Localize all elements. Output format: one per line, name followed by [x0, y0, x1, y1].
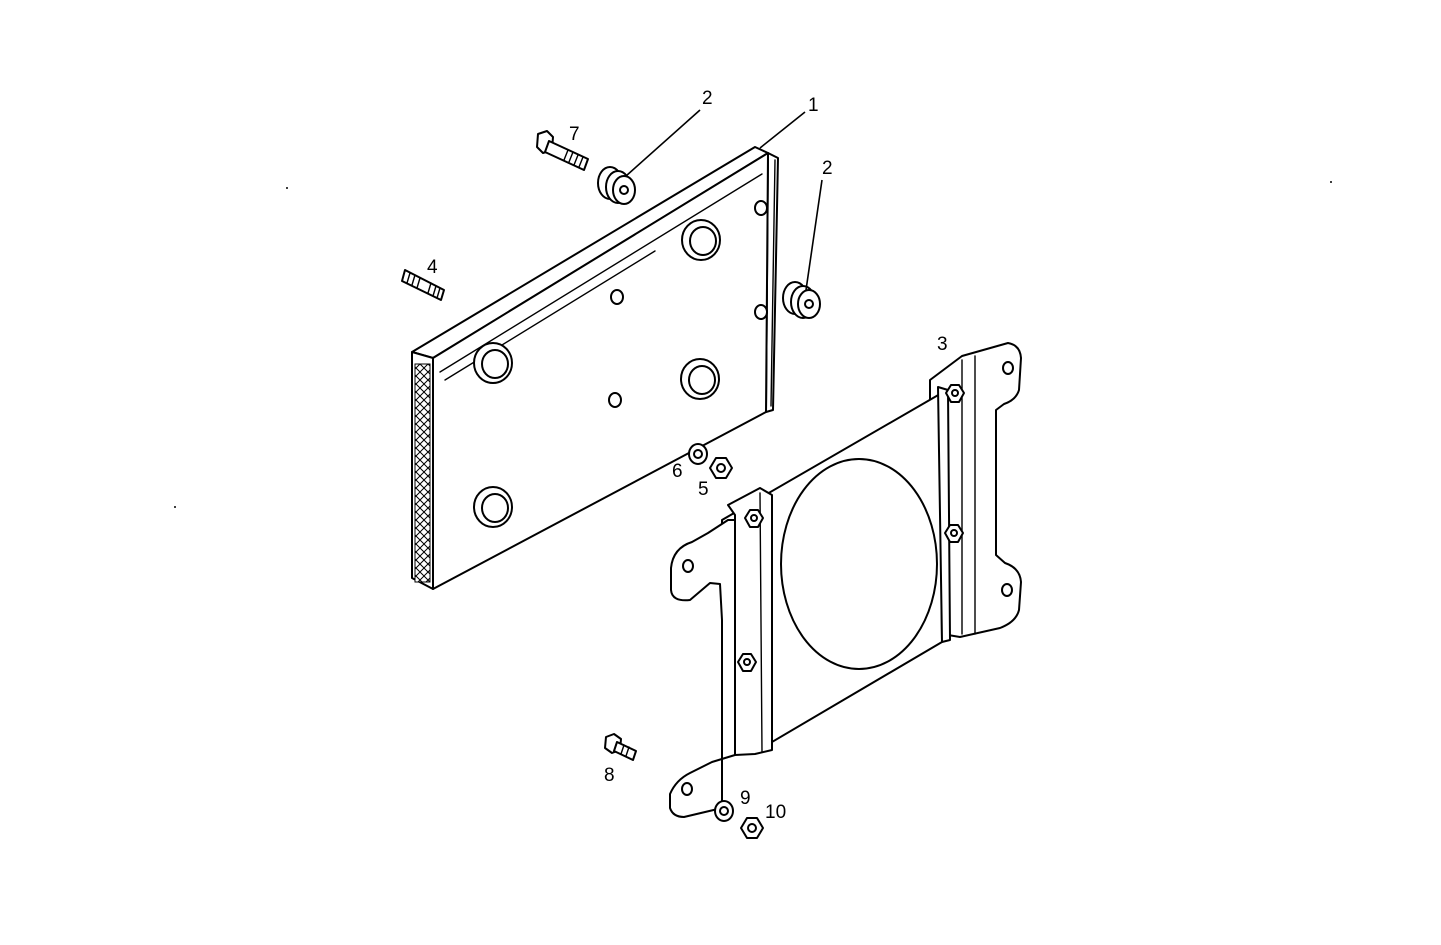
bolt-part-8	[604, 733, 637, 761]
speck	[286, 187, 288, 189]
leader-line	[759, 111, 806, 149]
speck	[1330, 181, 1332, 183]
radiator-panel-part-1	[411, 146, 779, 590]
stud-part-4	[401, 269, 445, 301]
callout-3: 3	[937, 334, 948, 355]
nut-part-10	[740, 817, 764, 839]
callout-9: 9	[740, 788, 751, 809]
panel-stud-hole	[608, 392, 622, 408]
callout-2: 2	[702, 88, 713, 109]
leader-line	[805, 179, 823, 291]
hex-nut	[944, 524, 964, 543]
callout-5: 5	[698, 479, 709, 500]
callout-7: 7	[569, 124, 580, 145]
grommet-part-2	[597, 166, 636, 205]
bolt-part-7	[536, 130, 589, 171]
panel-hole	[680, 358, 720, 400]
nut-part-5	[709, 457, 733, 479]
panel-hole	[473, 342, 513, 384]
callout-4: 4	[427, 257, 438, 278]
panel-stud-hole	[754, 200, 768, 216]
washer-part-6	[688, 443, 708, 465]
callout-2: 2	[822, 158, 833, 179]
mounting-bracket-part-3	[669, 342, 1022, 818]
hex-nut	[737, 653, 757, 672]
callout-8: 8	[604, 765, 615, 786]
speck	[174, 506, 176, 508]
callout-1: 1	[808, 95, 819, 116]
washer-part-9	[714, 800, 734, 822]
panel-hole	[473, 486, 513, 528]
leader-line	[625, 109, 701, 177]
hex-nut	[945, 384, 965, 403]
panel-hole	[681, 219, 721, 261]
panel-stud-hole	[754, 304, 768, 320]
callout-6: 6	[672, 461, 683, 482]
grommet-part-2	[782, 281, 821, 319]
callout-10: 10	[765, 802, 786, 823]
panel-stud-hole	[610, 289, 624, 305]
hex-nut	[744, 509, 764, 528]
